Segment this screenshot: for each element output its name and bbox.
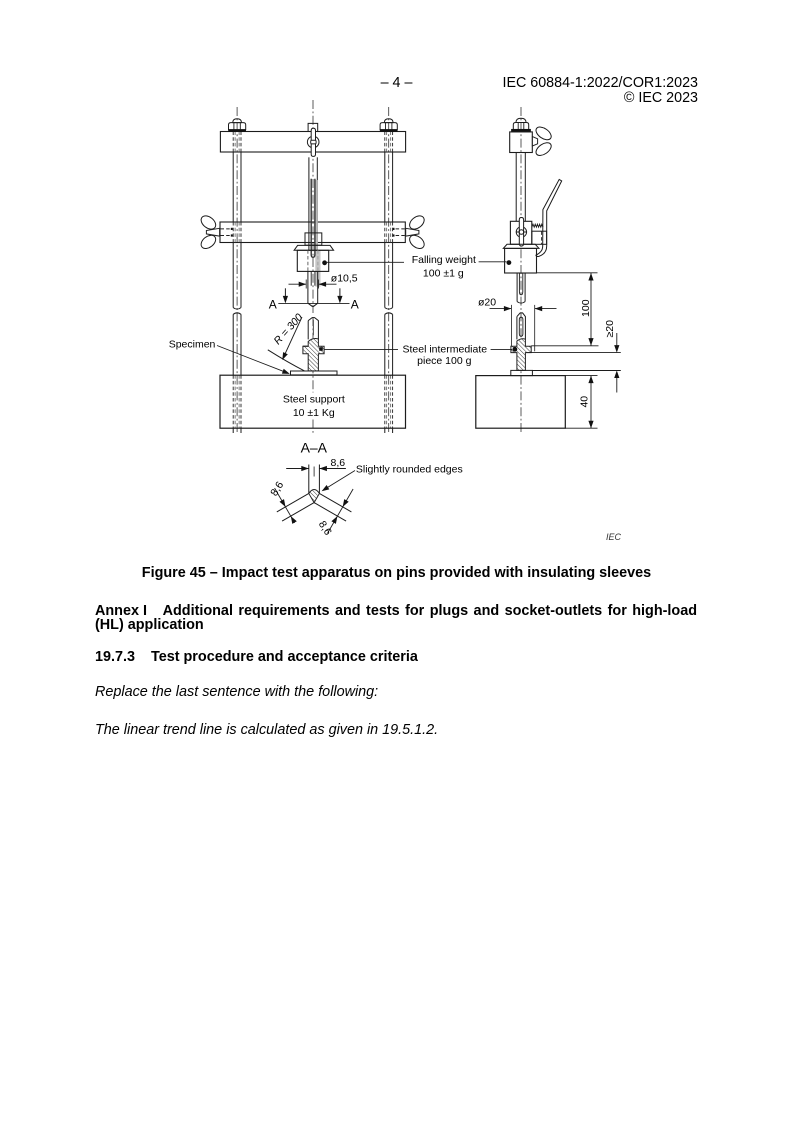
svg-text:40: 40: [578, 396, 590, 408]
svg-text:ø20: ø20: [478, 297, 496, 309]
svg-text:100: 100: [580, 299, 592, 317]
svg-text:8,6: 8,6: [331, 457, 346, 469]
svg-text:A: A: [351, 298, 359, 312]
svg-text:Steel support: Steel support: [283, 393, 345, 405]
svg-text:Falling weight: Falling weight: [412, 254, 476, 266]
svg-text:100 ±1 g: 100 ±1 g: [423, 268, 464, 280]
svg-text:Steel intermediate: Steel intermediate: [402, 344, 487, 356]
svg-text:R = 300: R = 300: [272, 311, 306, 347]
svg-text:ø10,5: ø10,5: [331, 273, 358, 285]
svg-text:IEC: IEC: [606, 532, 622, 542]
svg-text:piece 100 g: piece 100 g: [417, 355, 471, 367]
svg-text:Specimen: Specimen: [169, 338, 216, 350]
svg-text:8,6: 8,6: [268, 479, 286, 498]
svg-text:A: A: [269, 298, 277, 312]
svg-text:A–A: A–A: [301, 439, 328, 455]
svg-text:Slightly rounded edges: Slightly rounded edges: [356, 463, 463, 475]
svg-text:≥20: ≥20: [604, 320, 616, 338]
svg-text:10 ±1 Kg: 10 ±1 Kg: [293, 407, 335, 419]
svg-text:8,6: 8,6: [316, 519, 334, 538]
